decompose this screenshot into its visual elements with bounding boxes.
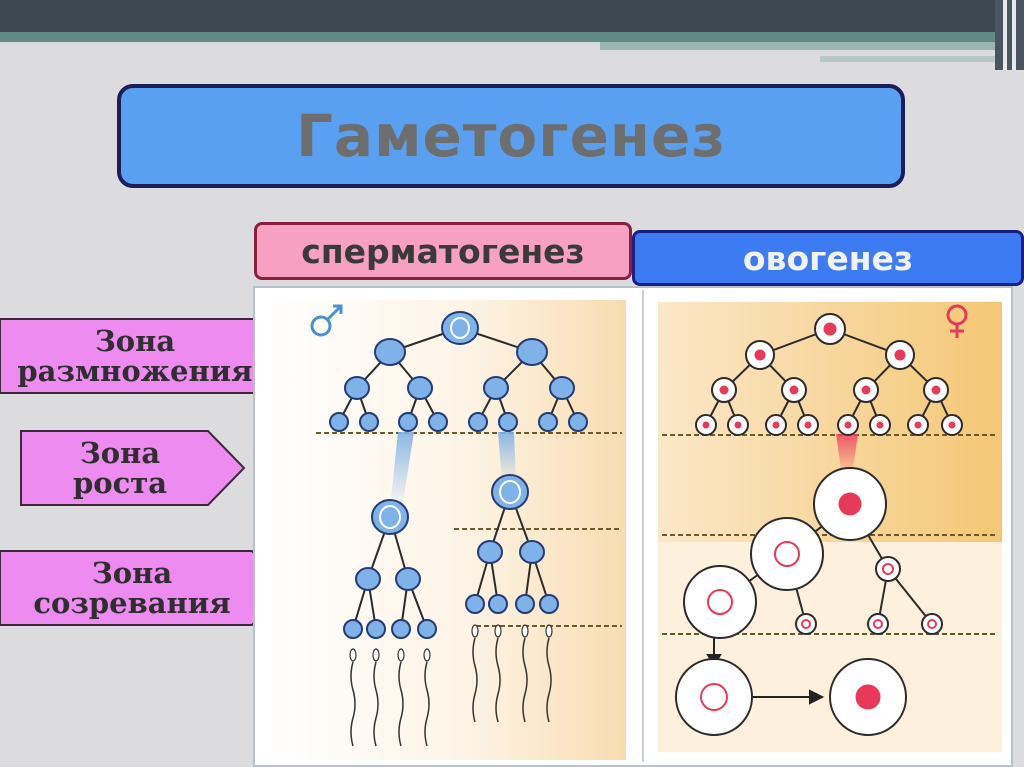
sperm-tails <box>350 637 552 747</box>
spermatogenesis-header: сперматогенез <box>254 222 632 280</box>
corner-decor-line <box>1012 0 1016 70</box>
page-title: Гаметогенез <box>295 102 727 170</box>
egg-hollow-nuclei <box>700 541 937 711</box>
female-symbol-icon <box>946 304 968 338</box>
oogenesis-label: овогенез <box>742 238 914 278</box>
zone-maturation-line1: Зона <box>91 555 173 590</box>
sperm-panel-bg <box>264 300 626 760</box>
sperm-cells <box>329 311 588 639</box>
spermatogenesis-label: сперматогенез <box>301 231 585 271</box>
zone-growth: Зона роста <box>20 430 246 506</box>
growth-beam <box>498 432 516 482</box>
diagram-svg <box>264 290 1002 762</box>
growth-beam-red <box>836 434 858 476</box>
title-box: Гаметогенез <box>117 84 905 188</box>
panel-divider <box>642 290 644 762</box>
egg-nuclei <box>701 321 957 711</box>
top-decor-stripe <box>0 32 1000 42</box>
sperm-heads <box>349 624 553 662</box>
oogenesis-header: овогенез <box>632 230 1024 286</box>
male-symbol-icon <box>310 304 343 337</box>
top-decor-stripe-light <box>600 42 1000 50</box>
corner-decor <box>995 0 1024 70</box>
zone-maturation: Зона созревания <box>0 550 290 626</box>
sperm-cell-highlights <box>379 317 521 529</box>
zone-maturation-line2: созревания <box>33 586 231 620</box>
top-decor-stripe-thin <box>820 56 1000 62</box>
zone-reproduction: Зона размножения <box>0 318 296 394</box>
zone-growth-line1: Зона <box>79 435 161 470</box>
growth-beam <box>390 432 414 508</box>
corner-decor-line <box>1003 0 1007 70</box>
gametogenesis-diagram <box>253 286 1013 767</box>
zone-growth-line2: роста <box>72 466 168 500</box>
top-decor-bar <box>0 0 1000 32</box>
zone-reproduction-line1: Зона <box>94 323 176 358</box>
zone-arrow-shape <box>20 430 246 506</box>
zone-reproduction-line2: размножения <box>17 354 253 388</box>
